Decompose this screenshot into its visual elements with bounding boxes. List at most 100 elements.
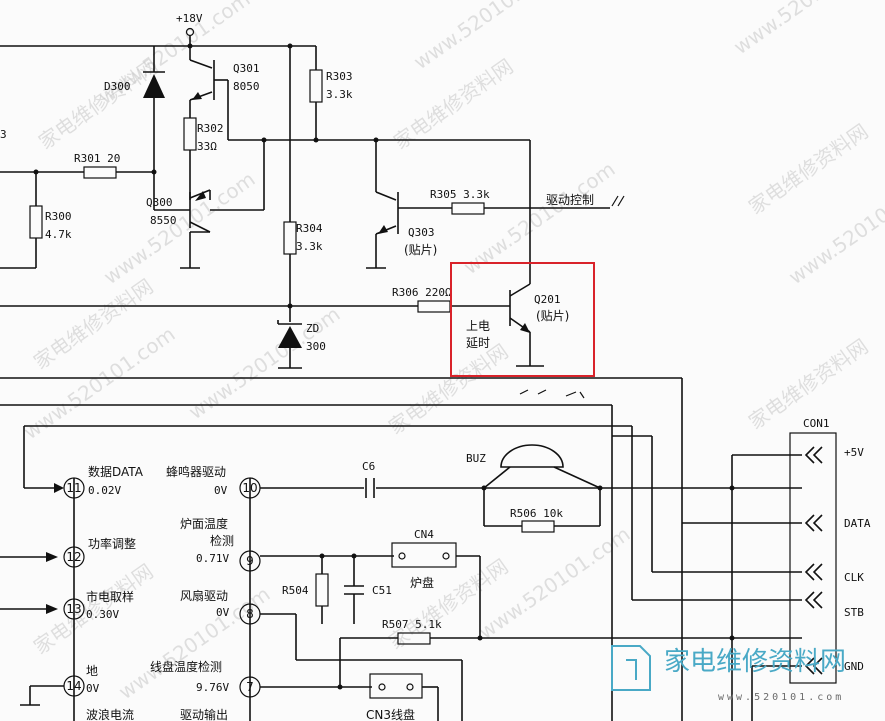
pin-7-voltage: 9.76V	[196, 681, 229, 694]
r306-label: R306 220Ω	[392, 286, 452, 299]
con1-pin-data: DATA	[804, 514, 871, 532]
con1-pin-clk: CLK	[804, 563, 864, 584]
q300-transistor: Q300 8550	[146, 189, 230, 269]
r504-label: R504	[282, 584, 309, 597]
ic-bottom-right-label: 驱动输出	[180, 707, 228, 721]
q303-package: (贴片)	[404, 243, 437, 257]
d300-label: D300	[104, 80, 131, 93]
zd-label: ZD	[306, 322, 319, 335]
r305-resistor: R305 3.3k 驱动控制	[430, 188, 625, 215]
ic-pin-14: 14 地 0V	[20, 664, 100, 706]
pin-9-name-2: 检测	[210, 533, 234, 548]
delay-label-2: 延时	[466, 336, 490, 350]
pin-11-name: 数据DATA	[88, 464, 144, 479]
con1-pin-stb-label: STB	[844, 606, 864, 619]
con1-pin-gnd: GND	[804, 657, 864, 675]
r506-label: R506 10k	[510, 507, 563, 520]
pin-7-name: 线盘温度检测	[150, 659, 222, 674]
c6-label: C6	[362, 460, 375, 473]
buz-label: BUZ	[466, 452, 486, 465]
pin-11-voltage: 0.02V	[88, 484, 121, 497]
pin-12-name: 功率调整	[88, 536, 136, 551]
q300-type: 8550	[150, 214, 177, 227]
pin-13-number: 13	[66, 602, 81, 616]
watermarks: www.520101.com 家电维修资料网 www.520101.com 家电…	[19, 0, 885, 704]
q201-label: Q201	[534, 293, 561, 306]
cn3-label: CN3线盘	[366, 707, 415, 721]
r303-value: 3.3k	[326, 88, 353, 101]
con1-pin-5v: +5V	[804, 446, 864, 464]
r302-value: 33Ω	[197, 140, 217, 153]
pin-12-number: 12	[66, 550, 81, 564]
c51-label: C51	[372, 584, 392, 597]
r305-label: R305 3.3k	[430, 188, 490, 201]
pin-14-voltage: 0V	[86, 682, 100, 695]
pin-13-name: 市电取样	[86, 589, 134, 604]
pin-11-number: 11	[66, 481, 81, 495]
pin-13-voltage: 0.30V	[86, 608, 119, 621]
ic-pin-10: 10 蜂鸣器驱动 0V	[166, 464, 261, 499]
c51-capacitor: C51	[344, 556, 392, 624]
left-partial-label: 3	[0, 128, 7, 141]
q301-label: Q301	[233, 62, 260, 75]
con1-pin-stb: STB	[804, 591, 864, 619]
pin-8-number: 8	[246, 607, 254, 621]
ic-pin-9: 9 炉面温度 检测 0.71V	[180, 516, 261, 572]
q201-transistor: Q201 (贴片) 上电 延时	[466, 140, 569, 367]
cn4-label: CN4	[414, 528, 434, 541]
watermark-3: www.520101.com	[409, 0, 569, 74]
drive-control-label: 驱动控制	[546, 193, 594, 207]
pin-9-name: 炉面温度	[180, 516, 228, 531]
watermark-4: 家电维修资料网	[389, 54, 517, 154]
con1-pin-data-label: DATA	[844, 517, 871, 530]
zd-value: 300	[306, 340, 326, 353]
con1-pin-gnd-label: GND	[844, 660, 864, 673]
r304-resistor: R304 3.3k	[283, 221, 323, 322]
watermark-7: www.520101.com	[99, 167, 259, 289]
q300-label: Q300	[146, 196, 173, 209]
pin-9-number: 9	[246, 554, 254, 568]
con1-pin-5v-label: +5V	[844, 446, 864, 459]
r304-label: R304	[296, 222, 323, 235]
d300-diode: D300	[104, 46, 165, 172]
r300-resistor: R300 4.7k	[0, 172, 72, 269]
con1-pin-clk-label: CLK	[844, 571, 864, 584]
pin-8-voltage: 0V	[216, 606, 230, 619]
ic-pin-12: 12 功率调整	[0, 536, 136, 568]
pin-8-name: 风扇驱动	[180, 588, 228, 603]
cn3-connector: CN3线盘	[260, 613, 463, 721]
ic-pin-7: 7 线盘温度检测 9.76V	[150, 659, 261, 698]
watermark-11: 家电维修资料网	[384, 339, 512, 439]
pin-10-number: 10	[242, 481, 257, 495]
r302-label: R302	[197, 122, 224, 135]
q303-transistor: Q303 (贴片)	[366, 140, 452, 269]
watermark-6: 家电维修资料网	[744, 119, 872, 219]
site-logo: 家电维修资料网 www.520101.com	[611, 645, 846, 703]
pin-10-name: 蜂鸣器驱动	[166, 464, 226, 479]
c6-capacitor: C6	[260, 460, 802, 498]
logo-text: 家电维修资料网	[664, 647, 846, 677]
q201-package: (贴片)	[536, 309, 569, 323]
con1-label: CON1	[803, 417, 830, 430]
pin-14-number: 14	[66, 679, 81, 693]
r303-label: R303	[326, 70, 353, 83]
zd-zener: ZD 300	[277, 320, 326, 369]
r300-label: R300	[45, 210, 72, 223]
r301-resistor: R301 20	[0, 152, 172, 211]
r302-resistor: R302 33Ω	[183, 117, 224, 200]
power-label: +18V	[176, 12, 203, 25]
r506-resistor: R506 10k	[483, 488, 601, 533]
ic-bottom-left-label: 波浪电流	[86, 707, 134, 721]
r303-resistor: R303 3.3k	[309, 46, 353, 140]
r300-value: 4.7k	[45, 228, 72, 241]
pin-9-voltage: 0.71V	[196, 552, 229, 565]
r507-label: R507 5.1k	[382, 618, 442, 631]
q301-transistor: Q301 8050	[189, 46, 260, 140]
cn4-connector: CN4 炉盘	[260, 528, 481, 638]
logo-url: www.520101.com	[718, 692, 844, 703]
q301-type: 8050	[233, 80, 260, 93]
power-18v: +18V	[176, 12, 203, 46]
pin-14-name: 地	[86, 664, 98, 678]
